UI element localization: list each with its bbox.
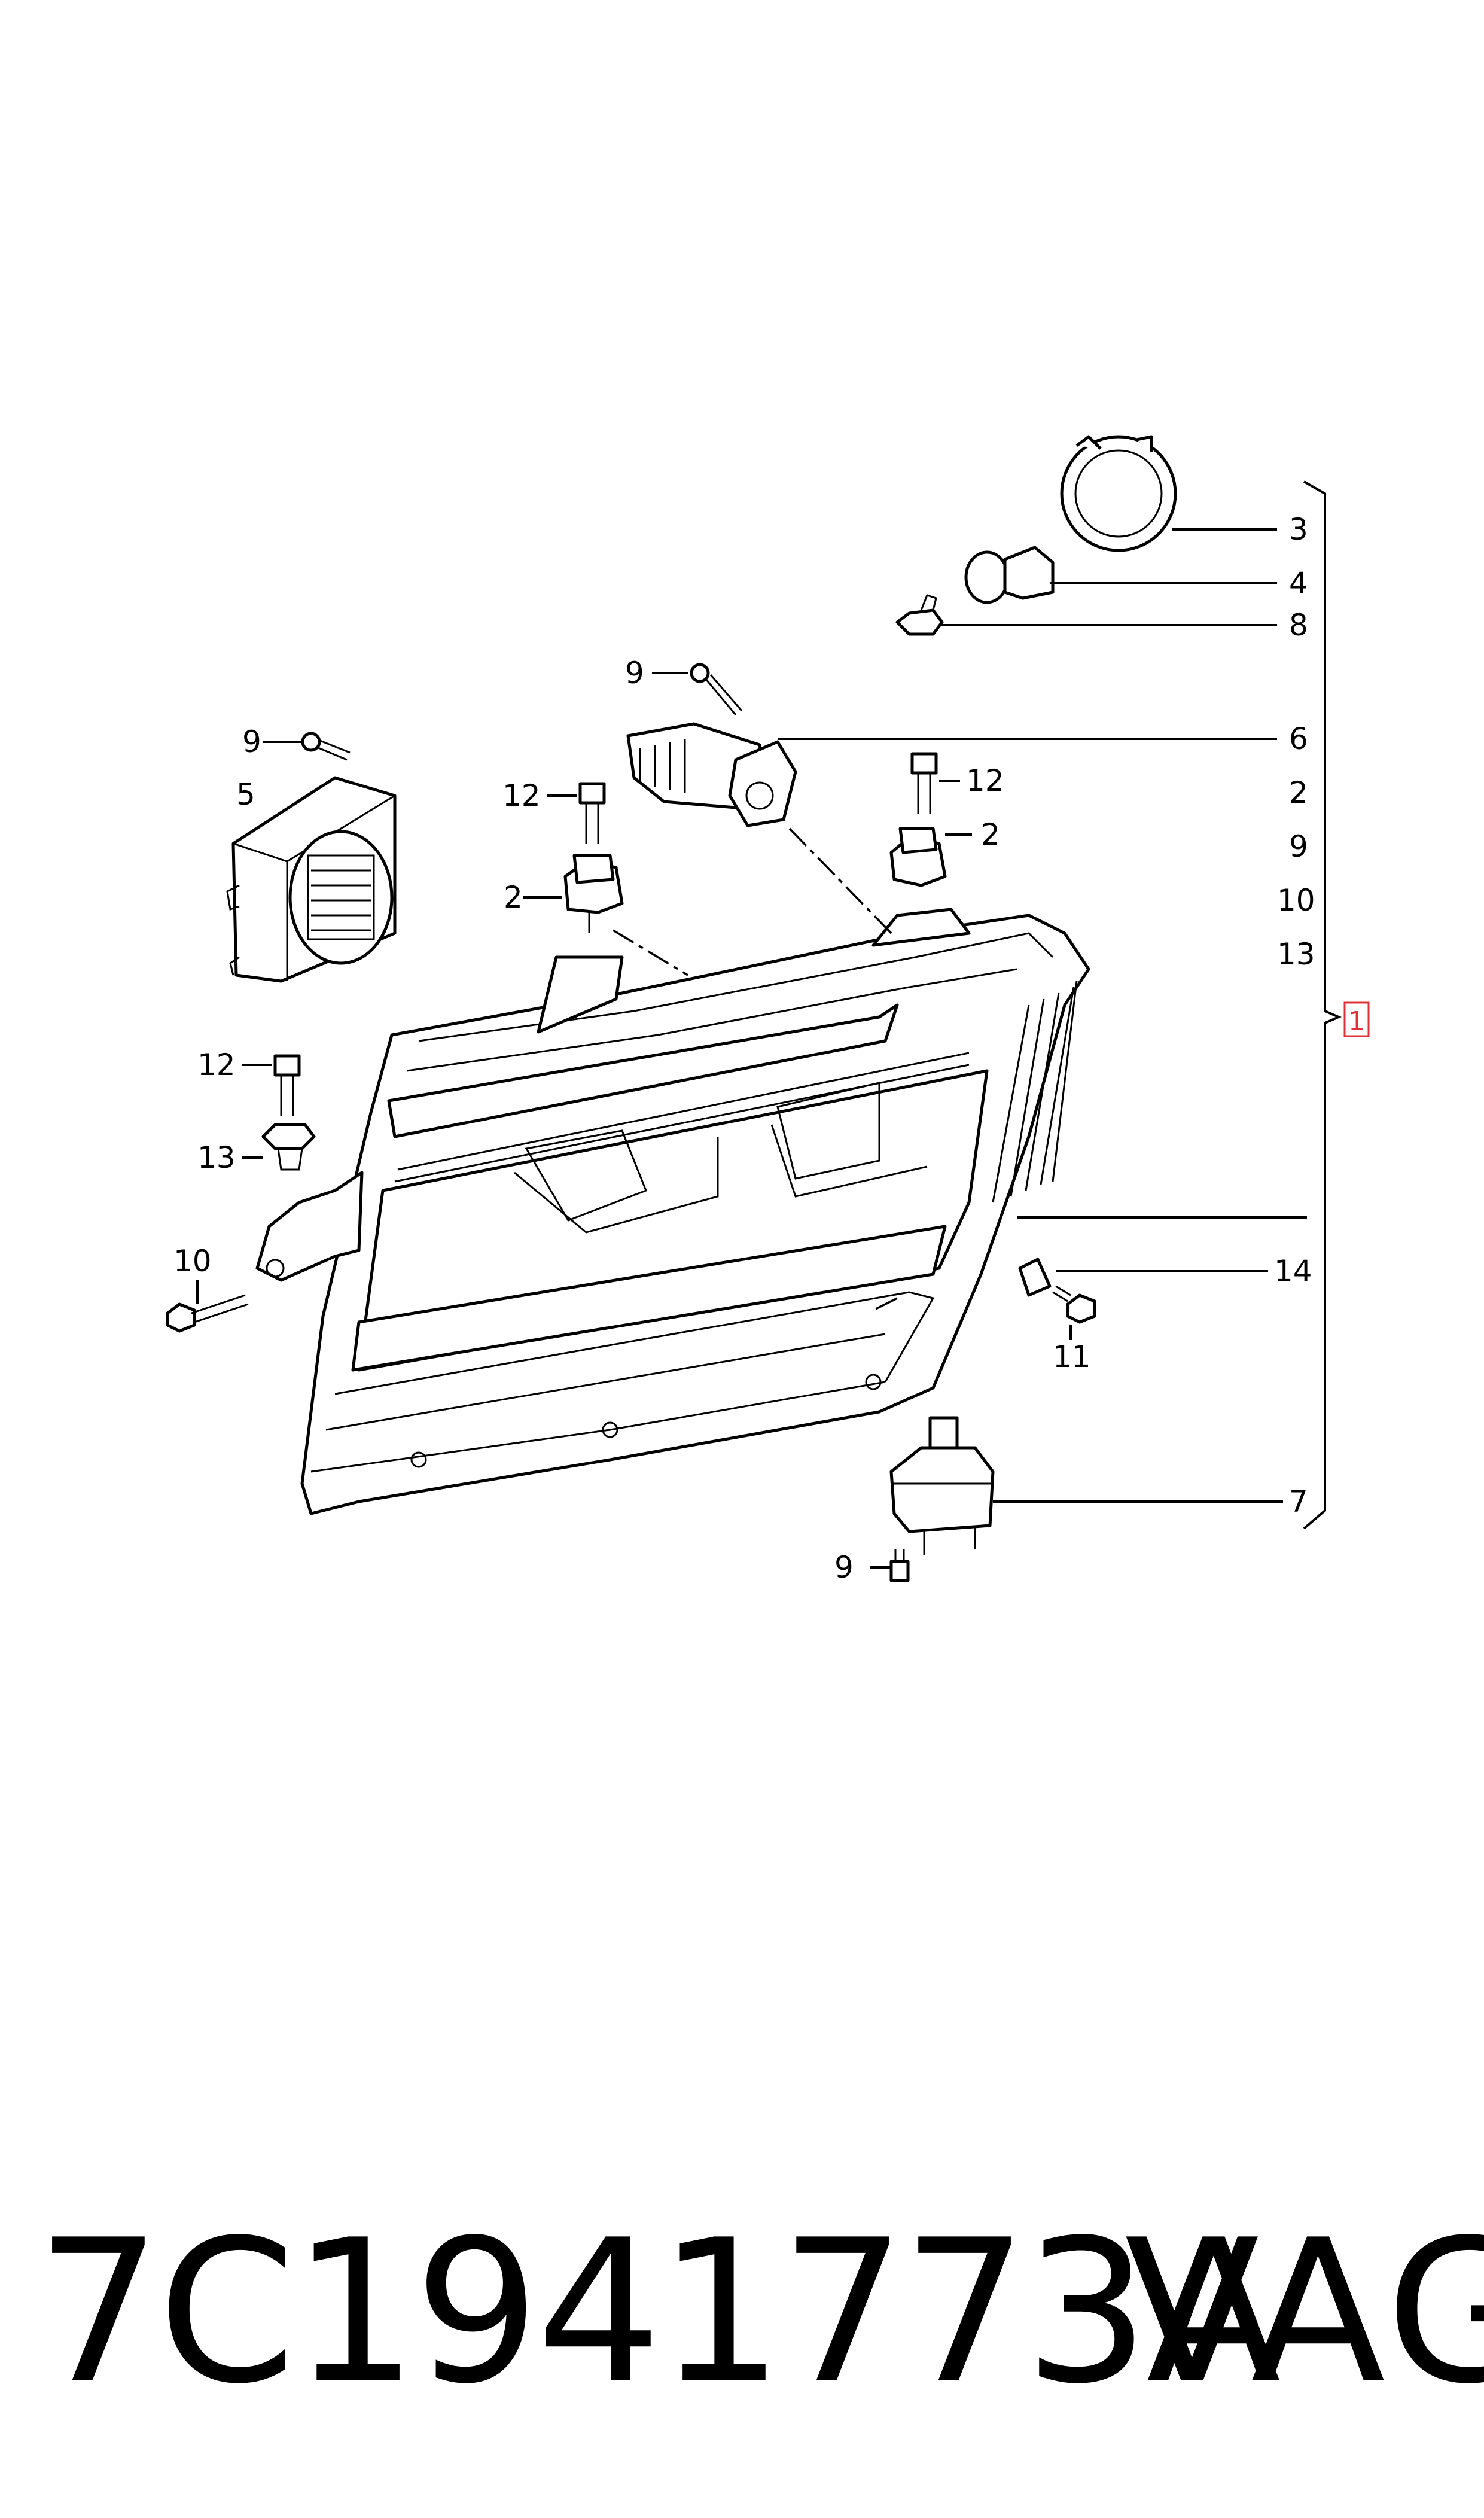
part-2-right-bracket — [889, 827, 947, 887]
screw-12-left-icon — [578, 782, 606, 844]
leader-lines — [196, 480, 1342, 1569]
callout-1-box — [1343, 1001, 1370, 1037]
screw-9-left-icon — [301, 732, 351, 761]
part-2-left-bracket — [563, 854, 624, 933]
screws — [166, 663, 1096, 1582]
assembly-lines — [613, 827, 898, 1311]
callout-13-lower: 13 — [197, 1140, 236, 1175]
callout-12-right: 12 — [966, 763, 1004, 798]
brand-label: VAG — [1125, 2197, 1484, 2427]
headlight-housing — [255, 908, 1090, 1515]
part-7-adjuster — [889, 1416, 995, 1555]
callout-13-list: 13 — [1277, 937, 1315, 972]
part-13-grommet — [261, 1123, 316, 1171]
callout-6: 6 — [1289, 721, 1308, 756]
callout-5: 5 — [236, 777, 255, 812]
part-3-cap — [1060, 435, 1177, 552]
callout-1: 1 — [1348, 1006, 1365, 1037]
right-side-fins — [992, 981, 1078, 1203]
part-6-led-module — [626, 722, 797, 827]
callout-12-left: 12 — [502, 778, 541, 813]
callout-10-list: 10 — [1277, 883, 1315, 918]
part-14-clip — [1018, 1258, 1052, 1297]
screw-11-icon — [1052, 1285, 1096, 1324]
callout-3: 3 — [1289, 512, 1308, 547]
callout-14: 14 — [1274, 1254, 1312, 1289]
screw-9-upper-icon — [690, 663, 743, 715]
screw-9-bottom-icon — [889, 1549, 910, 1582]
callout-9-left: 9 — [242, 724, 261, 759]
callout-2-list: 2 — [1289, 775, 1308, 810]
callout-2-right: 2 — [981, 817, 1000, 852]
screw-10-icon — [166, 1294, 249, 1333]
callout-12-lower: 12 — [197, 1048, 236, 1082]
part-8-small-bulb — [895, 594, 944, 636]
callout-4: 4 — [1289, 566, 1308, 601]
callout-9-list: 9 — [1289, 829, 1308, 864]
callout-10-lower: 10 — [173, 1244, 212, 1278]
callouts: 3 4 8 9 6 2 9 10 13 1 9 5 12 2 12 2 12 1… — [173, 512, 1370, 1585]
callout-8: 8 — [1289, 608, 1308, 643]
part-number-label: 7C1941773A — [36, 2197, 1281, 2427]
callout-7: 7 — [1289, 1484, 1308, 1519]
callout-9-upper: 9 — [625, 656, 644, 690]
screw-12-lower-icon — [273, 1054, 301, 1116]
part-4-bulb — [964, 546, 1055, 604]
screw-12-right-icon — [910, 752, 938, 814]
callout-2-left: 2 — [504, 880, 523, 915]
callout-11: 11 — [1053, 1339, 1091, 1374]
part-5-control-unit — [226, 776, 397, 983]
callout-9-bottom: 9 — [834, 1550, 854, 1585]
